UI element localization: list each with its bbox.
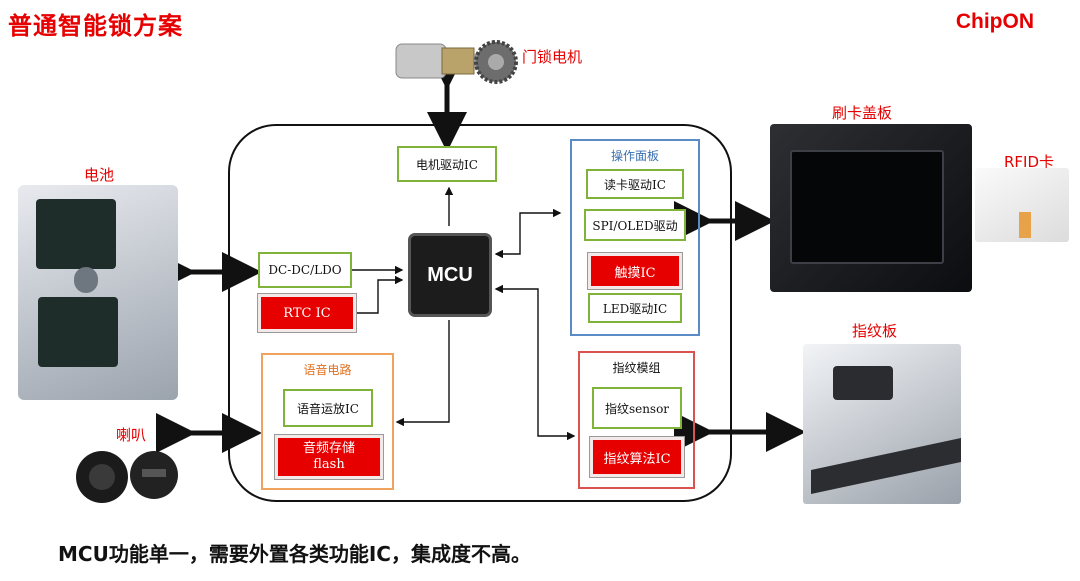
- brand-logo: ChipON: [955, 10, 1034, 33]
- speaker-label: 喇叭: [116, 426, 147, 444]
- rfid-card-label: RFID卡: [1004, 153, 1055, 171]
- fingerprint-board-image: [803, 344, 961, 504]
- led-driver-box: LED驱动IC: [588, 293, 682, 323]
- rtc-to-mcu-arrow: [356, 275, 404, 314]
- card-reader-box: 读卡驱动IC: [586, 169, 684, 199]
- motor-image: [392, 24, 520, 100]
- mcu-chip: MCU: [411, 236, 489, 314]
- audio-flash-line2: flash: [313, 457, 345, 472]
- voice-amp-box: 语音运放IC: [283, 389, 373, 427]
- touch-ic-box: 触摸IC: [587, 252, 683, 290]
- motor-label: 门锁电机: [522, 48, 583, 66]
- fingerprint-board-label: 指纹板: [852, 322, 898, 340]
- card-cover-image: [770, 124, 972, 292]
- card-cover-label: 刷卡盖板: [832, 104, 893, 122]
- spi-oled-box: SPI/OLED驱动: [584, 209, 686, 241]
- audio-flash-line1: 音频存储: [302, 441, 355, 456]
- operation-panel: 操作面板 读卡驱动IC SPI/OLED驱动 触摸IC LED驱动IC: [570, 139, 700, 336]
- battery-label: 电池: [84, 166, 115, 184]
- summary-caption: MCU功能单一，需要外置各类功能IC，集成度不高。: [58, 542, 531, 566]
- voice-circuit-panel: 语音电路 语音运放IC 音频存储 flash: [261, 353, 394, 490]
- speaker-image: [70, 445, 182, 505]
- fingerprint-module-title: 指纹模组: [612, 361, 661, 375]
- dcdc-box: DC-DC/LDO: [258, 252, 352, 288]
- battery-image: [18, 185, 178, 400]
- mcu-to-panel-arrow: [494, 208, 562, 259]
- fingerprint-module-panel: 指纹模组 指纹sensor 指纹算法IC: [578, 351, 695, 489]
- fingerprint-sensor-box: 指纹sensor: [592, 387, 682, 429]
- rtc-box: RTC IC: [257, 293, 357, 333]
- operation-panel-title: 操作面板: [610, 149, 659, 163]
- motor-driver-box: 电机驱动IC: [397, 146, 497, 182]
- rfid-card-image: [975, 168, 1069, 242]
- mcu-to-fp-arrow: [494, 284, 576, 441]
- main-board-frame: [228, 124, 732, 502]
- page-title: 普通智能锁方案: [8, 12, 183, 40]
- audio-flash-box: 音频存储 flash: [274, 434, 384, 480]
- mcu-to-voice-arrow: [395, 320, 450, 427]
- fingerprint-algo-box: 指纹算法IC: [589, 436, 685, 478]
- voice-circuit-title: 语音电路: [303, 363, 352, 377]
